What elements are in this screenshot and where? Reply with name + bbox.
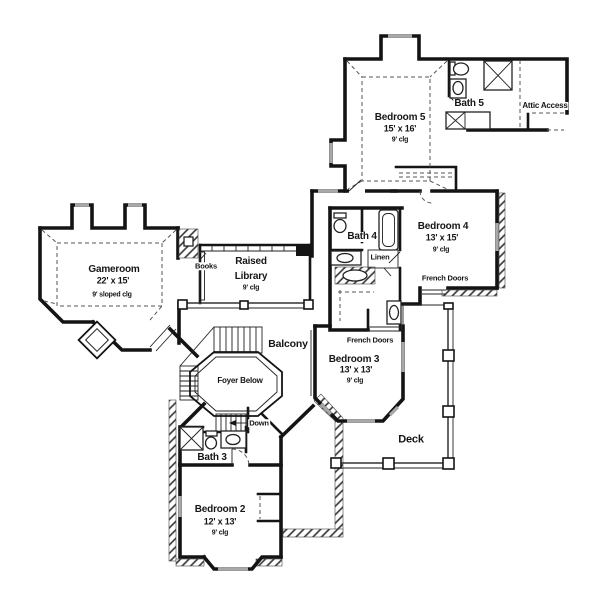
label-deck: Deck xyxy=(397,433,425,446)
room-label-library-line1: Raised xyxy=(234,256,268,267)
annotation-arrows xyxy=(198,252,247,426)
toilet-icon xyxy=(333,212,347,219)
windows xyxy=(75,34,499,571)
staircase xyxy=(179,326,263,433)
room-label-bedroom5-ceiling: 9' clg xyxy=(390,136,410,144)
library-shelves xyxy=(199,244,310,301)
foyer-octagon xyxy=(189,351,283,417)
bath3-fixtures xyxy=(179,426,247,451)
bath5-fixtures xyxy=(445,60,513,130)
room-label-bath5: Bath 5 xyxy=(453,98,485,109)
library-balcony-rail xyxy=(177,299,314,310)
toilet-icon xyxy=(205,430,218,437)
room-label-bedroom3-ceiling: 9' clg xyxy=(345,377,365,385)
label-linen: Linen xyxy=(369,252,391,262)
room-label-bedroom2-ceiling: 9' clg xyxy=(210,529,230,537)
bookshelf xyxy=(199,251,205,301)
label-french-doors-bedroom3: French Doors xyxy=(345,335,395,345)
linen-closet xyxy=(367,249,399,269)
room-label-bedroom4-dims: 13' x 15' xyxy=(424,232,460,243)
roof-hatch-bands xyxy=(168,192,506,567)
ceiling-dashes xyxy=(41,60,564,519)
label-books: Books xyxy=(194,261,218,271)
bath4-fixtures xyxy=(330,209,402,325)
room-label-bedroom5-name: Bedroom 5 xyxy=(373,112,427,123)
fireplace-icon xyxy=(77,320,117,360)
bathtub-icon xyxy=(378,209,399,251)
room-label-bedroom3-dims: 13' x 13' xyxy=(338,364,374,375)
books-arrow xyxy=(198,252,207,262)
deck-railing xyxy=(330,302,455,470)
room-label-bath4: Bath 4 xyxy=(346,231,378,242)
down-arrow-icon xyxy=(229,420,236,426)
label-balcony: Balcony xyxy=(267,337,309,350)
chimney xyxy=(178,228,199,259)
room-label-library-line2: Library xyxy=(233,271,269,282)
room-label-gameroom-ceiling: 9' sloped clg xyxy=(91,291,133,299)
room-label-bedroom4-name: Bedroom 4 xyxy=(416,221,470,232)
label-foyer-below: Foyer Below xyxy=(216,376,264,385)
room-label-bath3: Bath 3 xyxy=(196,452,228,463)
room-label-gameroom-name: Gameroom xyxy=(87,264,141,275)
room-label-bedroom2-dims: 12' x 13' xyxy=(202,516,238,527)
label-french-doors-bedroom4: French Doors xyxy=(420,273,470,283)
room-label-bedroom4-ceiling: 9' clg xyxy=(431,246,451,254)
label-attic-access: Attic Access xyxy=(521,101,569,110)
french-doors xyxy=(368,289,446,332)
doors xyxy=(149,95,461,466)
label-down: Down xyxy=(248,418,270,428)
room-label-gameroom-dims: 22' x 15' xyxy=(95,275,131,286)
room-label-library-ceiling: 9' clg xyxy=(241,284,261,292)
room-label-bedroom3-name: Bedroom 3 xyxy=(327,354,381,365)
interior-walls xyxy=(178,57,530,523)
room-label-bedroom5-dims: 15' x 16' xyxy=(382,123,418,134)
room-label-bedroom2-name: Bedroom 2 xyxy=(193,504,247,515)
closet xyxy=(445,111,491,130)
